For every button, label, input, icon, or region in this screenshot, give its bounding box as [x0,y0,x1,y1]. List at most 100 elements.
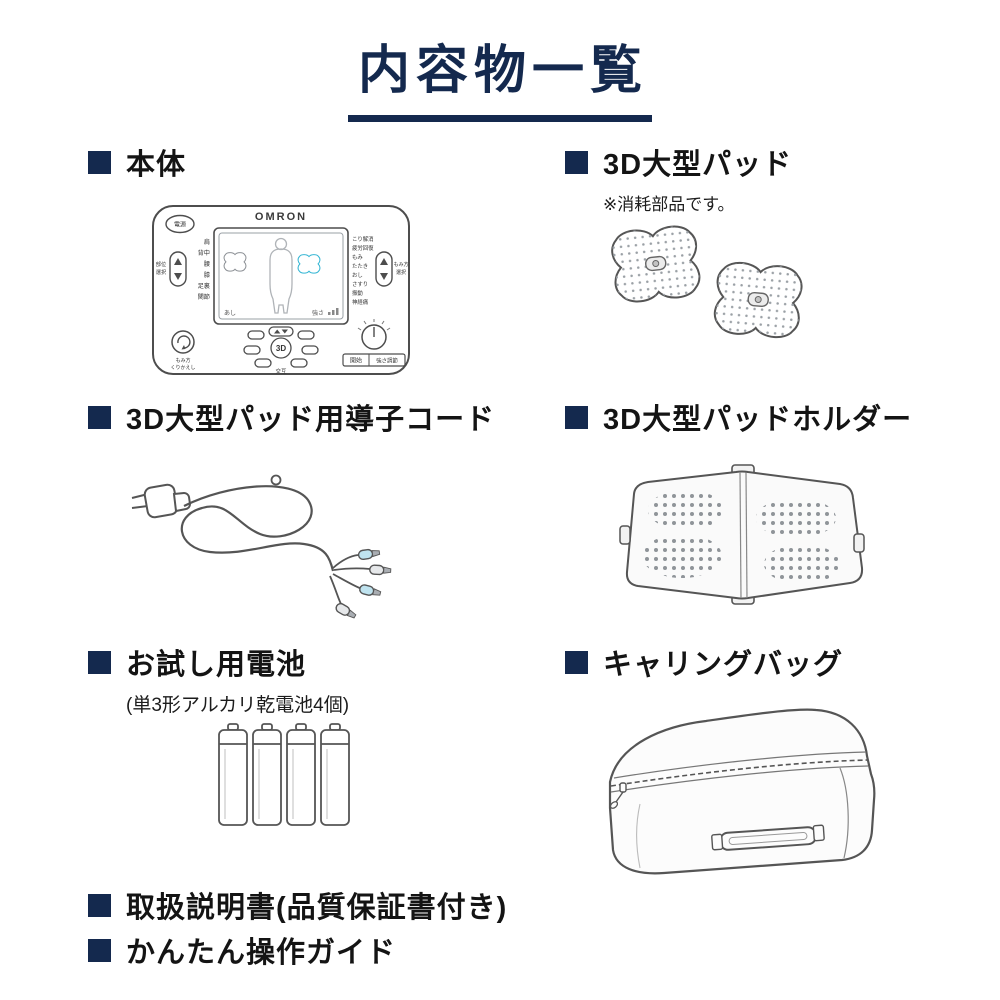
screen-status-left: あし [224,310,236,317]
battery-4 [320,723,350,826]
main-unit-illustration: 電源 OMRON あし 強さ [150,196,412,378]
cord-illustration [128,450,428,620]
footer-header-guide: かんたん操作ガイド [88,929,396,971]
mode-3: たたき [352,263,368,270]
screen-pad-left-icon [223,252,247,272]
footer-item-manual: 取扱説明書(品質保証書付き) [88,884,507,926]
item-pads: 3D大型パッド ※消耗部品です。 [565,141,792,215]
bag-front-crease [636,803,641,869]
item-label-pads: 3D大型パッド [603,149,793,181]
part-select-control: 部位 選択 [156,251,187,287]
holder-left-tab [619,525,631,545]
body-figure-icon [269,237,293,314]
intensity-label: 強さ調節 [376,357,398,365]
device-mode-list: こり解消 疲労回復 もみ たたき おし さすり 振動 神経痛 [352,235,374,306]
mode-7: 神経痛 [352,298,369,306]
bullet-square [565,405,588,429]
holder-dot-clusters [642,490,840,584]
bag-lid-piping [613,751,867,779]
repeat-label-2: くりかえし [170,364,195,371]
title-wrap: 内容物一覧 [0,28,1000,122]
bag-handle [711,824,825,851]
item-header-cord: 3D大型パッド用導子コード [88,396,495,438]
intensity-dial: 開始 強さ調節 [342,319,406,367]
holder-drawing [619,464,865,605]
bullet-square [88,938,111,962]
batteries-illustration [215,722,355,827]
bullet-square [565,650,588,674]
cord-connector-gray [369,564,392,576]
holder-right-tab [853,533,865,553]
item-header-main-unit: 本体 [88,141,186,183]
holder-plate [625,470,864,600]
item-note-pads: ※消耗部品です。 [603,195,735,214]
main-unit-drawing: 電源 OMRON あし 強さ [152,205,410,375]
mode-select-control: もみ方 選択 [375,251,409,287]
item-bag: キャリングバッグ [565,641,843,683]
bag-illustration [578,678,888,883]
item-header-pads: 3D大型パッド [565,141,792,183]
battery-1 [218,723,248,826]
part-select-label-2: 選択 [156,268,167,276]
pad-left [611,225,701,303]
bag-zipper-pull [609,782,627,809]
item-label-bag: キャリングバッグ [603,649,844,681]
button-cluster [243,326,319,368]
screen-pad-right-icon [297,254,321,274]
page-title: 内容物一覧 [347,28,652,122]
body-part-4: 足裏 [198,282,210,290]
pad-right [713,261,803,339]
item-cord: 3D大型パッド用導子コード [88,396,495,438]
item-header-holder: 3D大型パッドホルダー [565,396,912,438]
plug-icon [131,483,191,519]
item-main-unit: 本体 [88,141,186,183]
repeat-label-1: もみ方 [175,357,190,364]
cord-drawing [131,474,392,619]
battery-2 [252,723,282,826]
device-screen: あし 強さ [213,227,349,325]
device-power-button [165,214,195,234]
item-header-batteries: お試し用電池 [88,641,349,683]
item-note-batteries: (単3形アルカリ乾電池4個) [126,695,350,716]
cable-branches [329,554,371,605]
mode-6: 振動 [352,289,363,297]
item-label-main-unit: 本体 [126,149,187,181]
device-power-label: 電源 [174,221,186,229]
footer-item-guide: かんたん操作ガイド [88,929,396,971]
start-label: 開始 [350,357,362,365]
cord-connector-blue [357,548,381,561]
item-header-bag: キャリングバッグ [565,641,843,683]
item-label-batteries: お試し用電池 [126,649,307,681]
device-body-part-list: 肩 背中 腰 膝 足裏 関節 [198,238,211,301]
body-part-0: 肩 [204,238,210,246]
bullet-square [88,405,111,429]
bag-corner-line [839,767,849,859]
body-part-3: 膝 [204,271,211,279]
battery-3 [286,723,316,826]
bullet-square [88,150,111,174]
pads-illustration [600,222,825,347]
pads-drawing [611,225,803,339]
mode-5: さすり [352,281,368,288]
cord-connector-gray [335,602,357,619]
repeat-button: もみ方 くりかえし [170,330,196,371]
bag-zipper-teeth [610,759,869,787]
footer-header-manual: 取扱説明書(品質保証書付き) [88,884,507,926]
item-batteries: お試し用電池 (単3形アルカリ乾電池4個) [88,641,349,717]
alternate-label: 交互 [275,367,287,375]
center-3d-button-label: 3D [276,344,286,353]
footer-label-guide: かんたん操作ガイド [126,937,397,969]
body-part-5: 関節 [198,293,210,301]
body-part-2: 腰 [204,261,210,268]
bullet-square [88,650,111,674]
bag-drawing [608,708,876,875]
device-brand: OMRON [255,211,307,223]
cord-connector-blue [359,584,382,596]
part-select-label-1: 部位 [156,260,166,268]
holder-illustration [590,448,890,623]
bullet-square [565,150,588,174]
screen-status-right: 強さ [312,309,324,317]
mode-select-label-1: もみ方 [393,261,408,268]
item-label-cord: 3D大型パッド用導子コード [126,404,496,436]
